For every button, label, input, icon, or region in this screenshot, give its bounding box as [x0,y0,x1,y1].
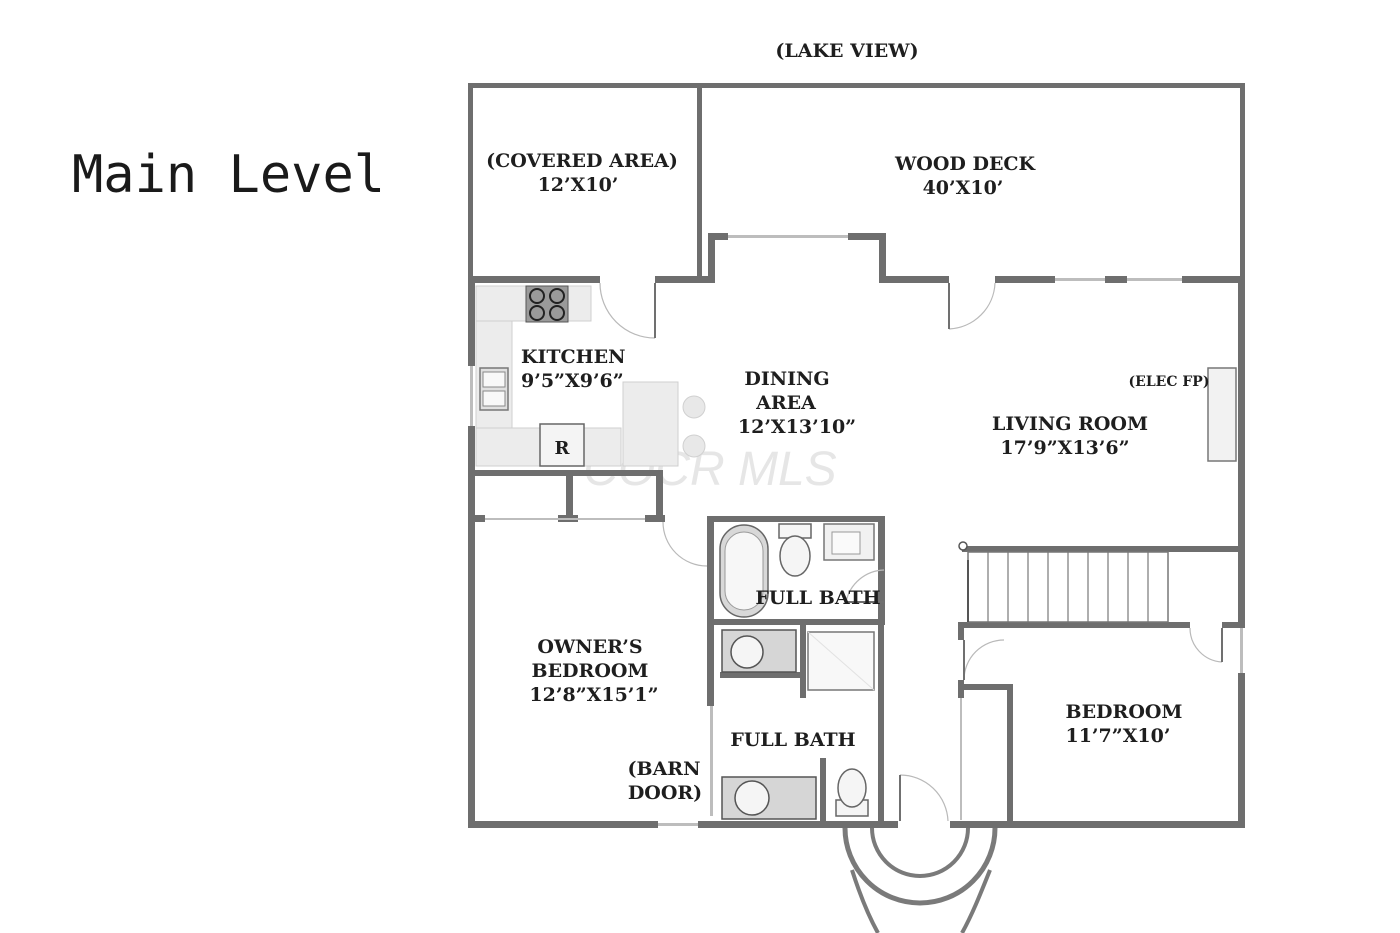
deck-frame [468,83,1245,283]
vanity-sink-icon [823,523,875,561]
full-bath-lower-name: FULL BATH [730,729,855,751]
refrigerator-label: R [555,438,571,459]
dining-name-line1: DINING [744,368,829,390]
refrigerator-icon: R [539,423,585,467]
stairs [958,541,1169,623]
living-room-name: LIVING ROOM [992,413,1148,435]
interior-walls [473,470,1242,824]
toilet-icon [835,768,869,817]
wood-deck-size: 40’X10’ [923,177,1004,199]
bedroom-name: BEDROOM [1066,701,1183,723]
doors [599,282,1223,822]
upper-bath-fixtures [719,523,875,618]
sink-icon [479,367,509,411]
entry-walkway [842,827,998,933]
covered-area-name: (COVERED AREA) [486,150,678,172]
bedroom-size: 11’7”X10’ [1065,725,1170,747]
stool-icon [682,395,706,419]
fireplace-icon [1207,367,1237,462]
kitchen-fixtures: R [475,285,706,467]
dining-size: 12’X13’10” [738,416,856,438]
owners-bedroom-size: 12’8”X15’1” [529,684,658,706]
full-bath-upper-name: FULL BATH [755,587,880,609]
living-room-size: 17’9”X13’6” [1000,437,1129,459]
covered-area-size: 12’X10’ [538,174,619,196]
stove-icon [525,285,569,323]
vanity-sink-icon [721,776,817,820]
dining-name-line2: AREA [755,392,816,414]
kitchen-size: 9’5”X9’6” [521,370,624,392]
lower-bath-fixtures [721,629,875,820]
elec-fp-label: (ELEC FP) [1129,374,1210,390]
page-title: Main Level [72,145,385,205]
toilet-icon [778,523,812,577]
orientation-label: (LAKE VIEW) [775,40,918,62]
stool-icon [682,434,706,458]
owners-bedroom-line2: BEDROOM [532,660,649,682]
owners-bedroom-line1: OWNER’S [537,636,642,658]
exterior-walls [468,233,1245,828]
wood-deck-name: WOOD DECK [894,153,1037,175]
room-labels: (COVERED AREA) 12’X10’ WOOD DECK 40’X10’… [486,150,1209,804]
kitchen-name: KITCHEN [521,346,625,368]
vanity-sink-icon [721,629,797,673]
barn-door-line2: DOOR) [628,782,702,804]
barn-door-line1: (BARN [628,758,701,780]
